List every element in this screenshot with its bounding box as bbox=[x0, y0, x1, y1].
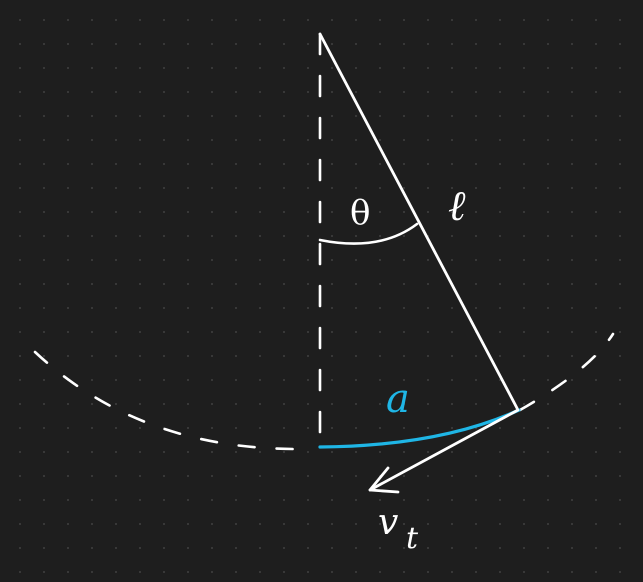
swing-path-dashed bbox=[33, 350, 302, 451]
velocity-vector bbox=[368, 408, 520, 492]
angle-label: θ bbox=[350, 193, 370, 233]
pendulum-string bbox=[318, 32, 520, 412]
velocity-label: v bbox=[378, 502, 398, 543]
swing-path-dashed-right bbox=[518, 332, 615, 412]
arc-label: a bbox=[386, 376, 410, 422]
length-label: ℓ bbox=[448, 181, 466, 230]
velocity-subscript: t bbox=[406, 521, 419, 556]
angle-arc bbox=[318, 222, 419, 245]
velocity-arrowhead bbox=[368, 466, 400, 494]
arc-length-segment bbox=[318, 408, 521, 449]
